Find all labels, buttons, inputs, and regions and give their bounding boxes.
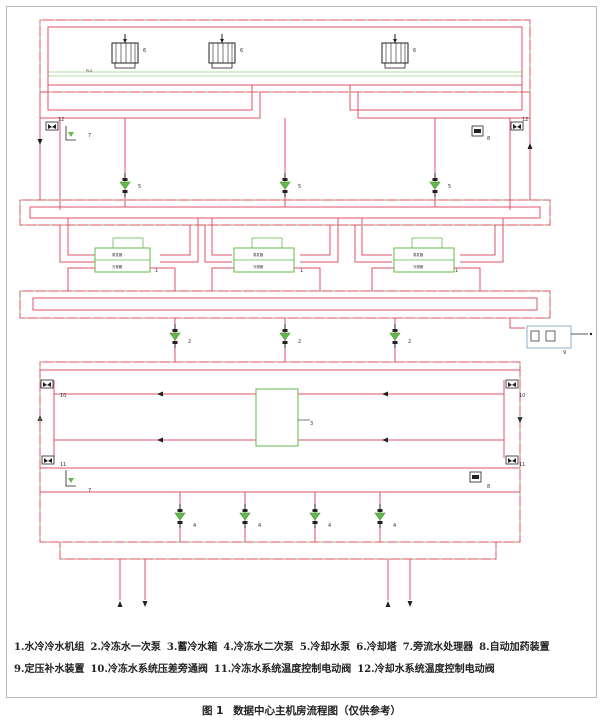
side-stream-processor-top: 7 xyxy=(65,126,91,141)
bypass-valve-left: 10 xyxy=(40,379,66,399)
legend-item-10: 10.冷冻水系统压差旁通阀 xyxy=(90,664,208,675)
tag-2-c: 2 xyxy=(408,339,411,345)
legend-item-7: 7.旁流水处理器 xyxy=(402,642,474,653)
legend-row-1: 1.水冷冷水机组 2.冷冻水一次泵 3.蓄冷水箱 4.冷冻水二次泵 5.冷却水泵… xyxy=(14,638,594,653)
tag-11-right: 11 xyxy=(519,462,525,468)
figure-frame xyxy=(6,6,597,698)
bypass-valve-right: 10 xyxy=(505,379,525,399)
legend: 1.水冷冷水机组 2.冷冻水一次泵 3.蓄冷水箱 4.冷冻水二次泵 5.冷却水泵… xyxy=(14,638,594,682)
chiller-1: 蒸发器 冷凝器 1 xyxy=(94,237,158,274)
legend-item-9: 9.定压补水装置 xyxy=(14,664,85,675)
chilled-water-header xyxy=(19,290,551,319)
chiller-2-evaporator: 蒸发器 xyxy=(253,252,264,257)
outlet-arrows xyxy=(117,601,413,607)
chiller-3-evaporator: 蒸发器 xyxy=(413,252,424,257)
supply-return-header xyxy=(59,541,497,600)
tag-4-c: 4 xyxy=(328,523,331,529)
cooling-temp-valve-left: 12 xyxy=(37,117,64,145)
figure-caption: 图 1 数据中心主机房流程图（仅供参考） xyxy=(0,703,603,718)
legend-item-8: 8.自动加药装置 xyxy=(479,642,550,653)
secondary-pump-4: 4 xyxy=(374,503,396,529)
chiller-2: 蒸发器 冷凝器 1 xyxy=(233,237,303,274)
chiller-return-lines xyxy=(67,267,481,291)
secondary-pump-3: 4 xyxy=(309,503,331,529)
secondary-pump-2: 4 xyxy=(239,503,261,529)
legend-item-6: 6.冷却塔 xyxy=(356,642,397,653)
tag-cooling-tower-3: 6 xyxy=(413,48,416,54)
tag-9: 9 xyxy=(563,350,566,356)
cooling-tower-1: 6 PLG xyxy=(86,33,146,73)
main-chilled-loop xyxy=(39,361,521,543)
tag-10-right: 10 xyxy=(519,393,525,399)
legend-row-2: 9.定压补水装置 10.冷冻水系统压差旁通阀 11.冷冻水系统温度控制电动阀 1… xyxy=(14,660,594,675)
primary-pump-2: 2 xyxy=(279,323,301,349)
tag-7-top: 7 xyxy=(88,133,91,139)
legend-item-12: 12.冷却水系统温度控制电动阀 xyxy=(357,664,495,675)
cold-storage-tank: 3 xyxy=(255,388,313,447)
tag-chiller-1: 1 xyxy=(155,268,158,274)
primary-pump-3: 2 xyxy=(389,323,411,349)
primary-pump-1: 2 xyxy=(169,323,191,349)
pipe-dash-overlay xyxy=(19,19,551,560)
secondary-pump-lines xyxy=(179,492,381,542)
cooling-water-pump-3: 5 xyxy=(429,172,451,198)
tag-chiller-2: 1 xyxy=(300,268,303,274)
tag-11-left: 11 xyxy=(60,462,66,468)
tag-12-right: 12 xyxy=(522,117,528,123)
flow-diagram: 6 PLG 6 6 12 7 12 8 5 5 5 xyxy=(19,19,593,607)
legend-item-2: 2.冷冻水一次泵 xyxy=(90,642,161,653)
chilled-temp-valve-left: 11 xyxy=(41,455,66,468)
tag-4-a: 4 xyxy=(193,523,196,529)
legend-item-5: 5.冷却水泵 xyxy=(299,642,351,653)
tag-8-top: 8 xyxy=(487,136,490,142)
cooling-water-pump-2: 5 xyxy=(279,172,301,198)
tag-3: 3 xyxy=(310,421,313,427)
tag-7-bottom: 7 xyxy=(88,488,91,494)
tag-5-a: 5 xyxy=(138,184,141,190)
tag-4-d: 4 xyxy=(393,523,396,529)
tag-chiller-3: 1 xyxy=(455,268,458,274)
legend-item-11: 11.冷冻水系统温度控制电动阀 xyxy=(213,664,352,675)
cooling-tower-3: 6 xyxy=(381,33,416,69)
secondary-pump-1: 4 xyxy=(174,503,196,529)
legend-item-1: 1.水冷冷水机组 xyxy=(14,642,85,653)
tag-2-b: 2 xyxy=(298,339,301,345)
cooling-tower-2: 6 xyxy=(208,33,243,69)
tag-5-c: 5 xyxy=(448,184,451,190)
cooling-tower-loop xyxy=(39,19,531,93)
cooling-water-pump-1: 5 xyxy=(119,172,141,198)
chiller-2-condenser: 冷凝器 xyxy=(253,264,264,269)
tag-12-left: 12 xyxy=(58,117,64,123)
tag-cooling-tower-1: 6 xyxy=(143,48,146,54)
tag-10-left: 10 xyxy=(60,393,66,399)
dosing-device-top: 8 xyxy=(471,125,490,142)
tower-tag-text: PLG xyxy=(86,69,93,73)
tag-8-bottom: 8 xyxy=(487,484,490,490)
chilled-temp-valve-right: 11 xyxy=(505,455,525,468)
figure-title: 数据中心主机房流程图（仅供参考） xyxy=(233,705,402,717)
chiller-1-condenser: 冷凝器 xyxy=(112,264,123,269)
chiller-1-evaporator: 蒸发器 xyxy=(112,252,123,257)
tower-risers xyxy=(39,85,531,210)
tag-4-b: 4 xyxy=(258,523,261,529)
pressurization-device: 9 xyxy=(509,318,593,356)
tag-2-a: 2 xyxy=(188,339,191,345)
figure-number: 图 1 xyxy=(201,705,224,717)
tag-5-b: 5 xyxy=(298,184,301,190)
chiller-3-condenser: 冷凝器 xyxy=(413,264,424,269)
chiller-feed-lines xyxy=(59,218,504,263)
chiller-3: 蒸发器 冷凝器 1 xyxy=(393,237,458,274)
tag-cooling-tower-2: 6 xyxy=(240,48,243,54)
legend-item-3: 3.蓄冷水箱 xyxy=(166,642,218,653)
dosing-device-bottom: 8 xyxy=(469,471,490,490)
cooling-temp-valve-right: 12 xyxy=(510,117,533,149)
side-stream-processor-bottom: 7 xyxy=(65,470,91,494)
legend-item-4: 4.冷冻水二次泵 xyxy=(223,642,294,653)
